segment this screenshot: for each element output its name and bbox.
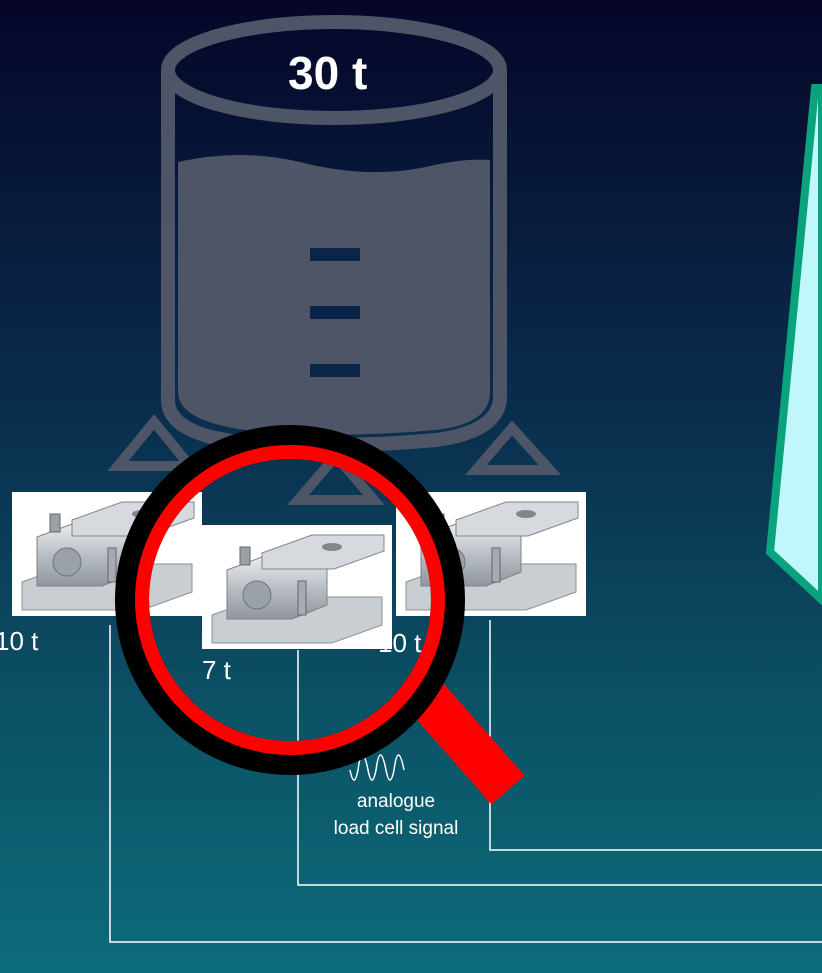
load-cell-label-middle: 7 t: [202, 655, 231, 686]
signal-label-line2: load cell signal: [308, 815, 484, 842]
tank-capacity-label: 30 t: [288, 46, 367, 100]
load-cell-image-middle: [202, 525, 392, 649]
load-cell-label-right: 10 t: [378, 628, 421, 659]
load-cell-label-left: 10 t: [0, 626, 38, 657]
signal-label-line1: analogue: [308, 788, 484, 815]
info-panel: [770, 88, 822, 600]
signal-label: analogue load cell signal: [308, 788, 484, 842]
